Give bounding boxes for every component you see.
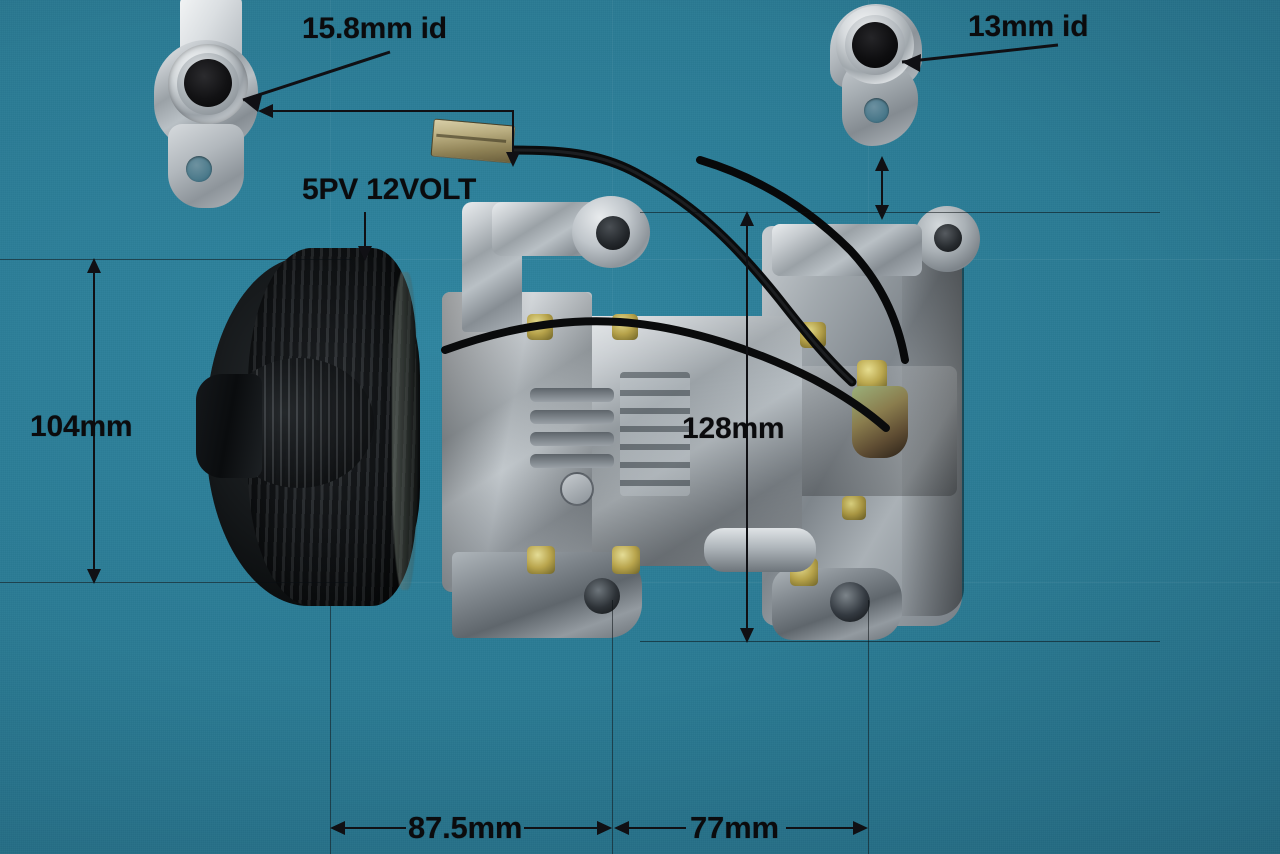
lower-port-boss <box>704 528 816 572</box>
rear-width-dimension-label: 77mm <box>690 810 779 845</box>
flange-bolt-hole <box>864 98 889 123</box>
mounting-lug-bore <box>584 578 620 614</box>
pulley-rim-highlight <box>392 272 418 590</box>
rear-head-shadow <box>902 236 964 616</box>
port-bore-opening <box>184 59 232 107</box>
body-dimension-ext-bottom <box>640 641 1160 642</box>
front-width-dimension-line-b <box>524 827 598 829</box>
discharge-port-callout-label: 13mm id <box>968 10 1089 43</box>
rear-head-shoulder <box>772 224 922 276</box>
casting-rib <box>530 432 614 446</box>
hex-bolt <box>527 546 555 574</box>
casting-rib <box>530 410 614 424</box>
body-dimension-ext-top <box>640 212 1160 213</box>
manifold-port-flange-small <box>826 4 934 152</box>
pulley-dimension-line <box>93 264 95 578</box>
hex-bolt <box>612 314 638 340</box>
connector-leader-arrowhead <box>258 104 273 118</box>
rear-width-arrow-right <box>853 821 868 835</box>
front-width-ext-left <box>330 600 331 854</box>
casting-rib <box>530 454 614 468</box>
electrical-connector-plug <box>430 118 516 164</box>
pulley-dimension-arrow-down <box>87 569 101 584</box>
hex-bolt <box>612 546 640 574</box>
pulley-dimension-ext-top <box>0 259 352 260</box>
front-width-dimension-line-a <box>344 827 406 829</box>
flange-bolt-hole <box>186 156 212 182</box>
rear-width-ext-right <box>868 600 869 854</box>
mounting-lug-bore <box>934 224 962 252</box>
clutch-hub-nose <box>196 374 262 478</box>
body-dimension-line <box>746 217 748 637</box>
port-offset-indicator-line <box>881 162 883 216</box>
pulley-dimension-arrow-up <box>87 258 101 273</box>
pulley-dimension-ext-bottom <box>0 582 352 583</box>
port-bore-opening <box>852 22 898 68</box>
connector-leader-horizontal <box>272 110 514 112</box>
manifold-port-flange-large <box>148 0 266 208</box>
connector-drop-arrowhead <box>506 152 520 167</box>
pulley-diameter-dimension-label: 104mm <box>30 410 133 443</box>
connector-leader-vertical <box>512 110 514 146</box>
rear-width-dimension-line-b <box>786 827 858 829</box>
rear-width-arrow-left <box>614 821 629 835</box>
suction-port-callout-label: 15.8mm id <box>302 12 447 45</box>
casting-boss-circle <box>560 472 594 506</box>
front-width-dimension-label: 87.5mm <box>408 810 523 845</box>
casting-rib <box>530 388 614 402</box>
control-valve-plug <box>852 386 908 458</box>
body-dimension-arrow-up <box>740 211 754 226</box>
clutch-pulley-assembly <box>196 248 446 614</box>
casting-groove-pattern <box>620 372 690 496</box>
hex-bolt <box>527 314 553 340</box>
front-width-arrow-left <box>330 821 345 835</box>
pulley-voltage-leader-line <box>364 212 366 252</box>
pulley-voltage-callout-label: 5PV 12VOLT <box>302 173 477 206</box>
mounting-lug-bore <box>596 216 630 250</box>
connector-drop-leader-line <box>512 140 514 158</box>
pulley-voltage-arrowhead <box>358 246 372 261</box>
body-dimension-arrow-down <box>740 628 754 643</box>
hex-bolt <box>800 322 826 348</box>
mounting-lug-bore <box>830 582 870 622</box>
port-offset-arrow-up <box>875 156 889 171</box>
rear-width-arrow-left-meeting <box>597 821 612 835</box>
body-height-dimension-label: 128mm <box>682 412 785 445</box>
hex-bolt <box>842 496 866 520</box>
front-width-ext-right <box>612 600 613 854</box>
rear-width-dimension-line-a <box>628 827 686 829</box>
